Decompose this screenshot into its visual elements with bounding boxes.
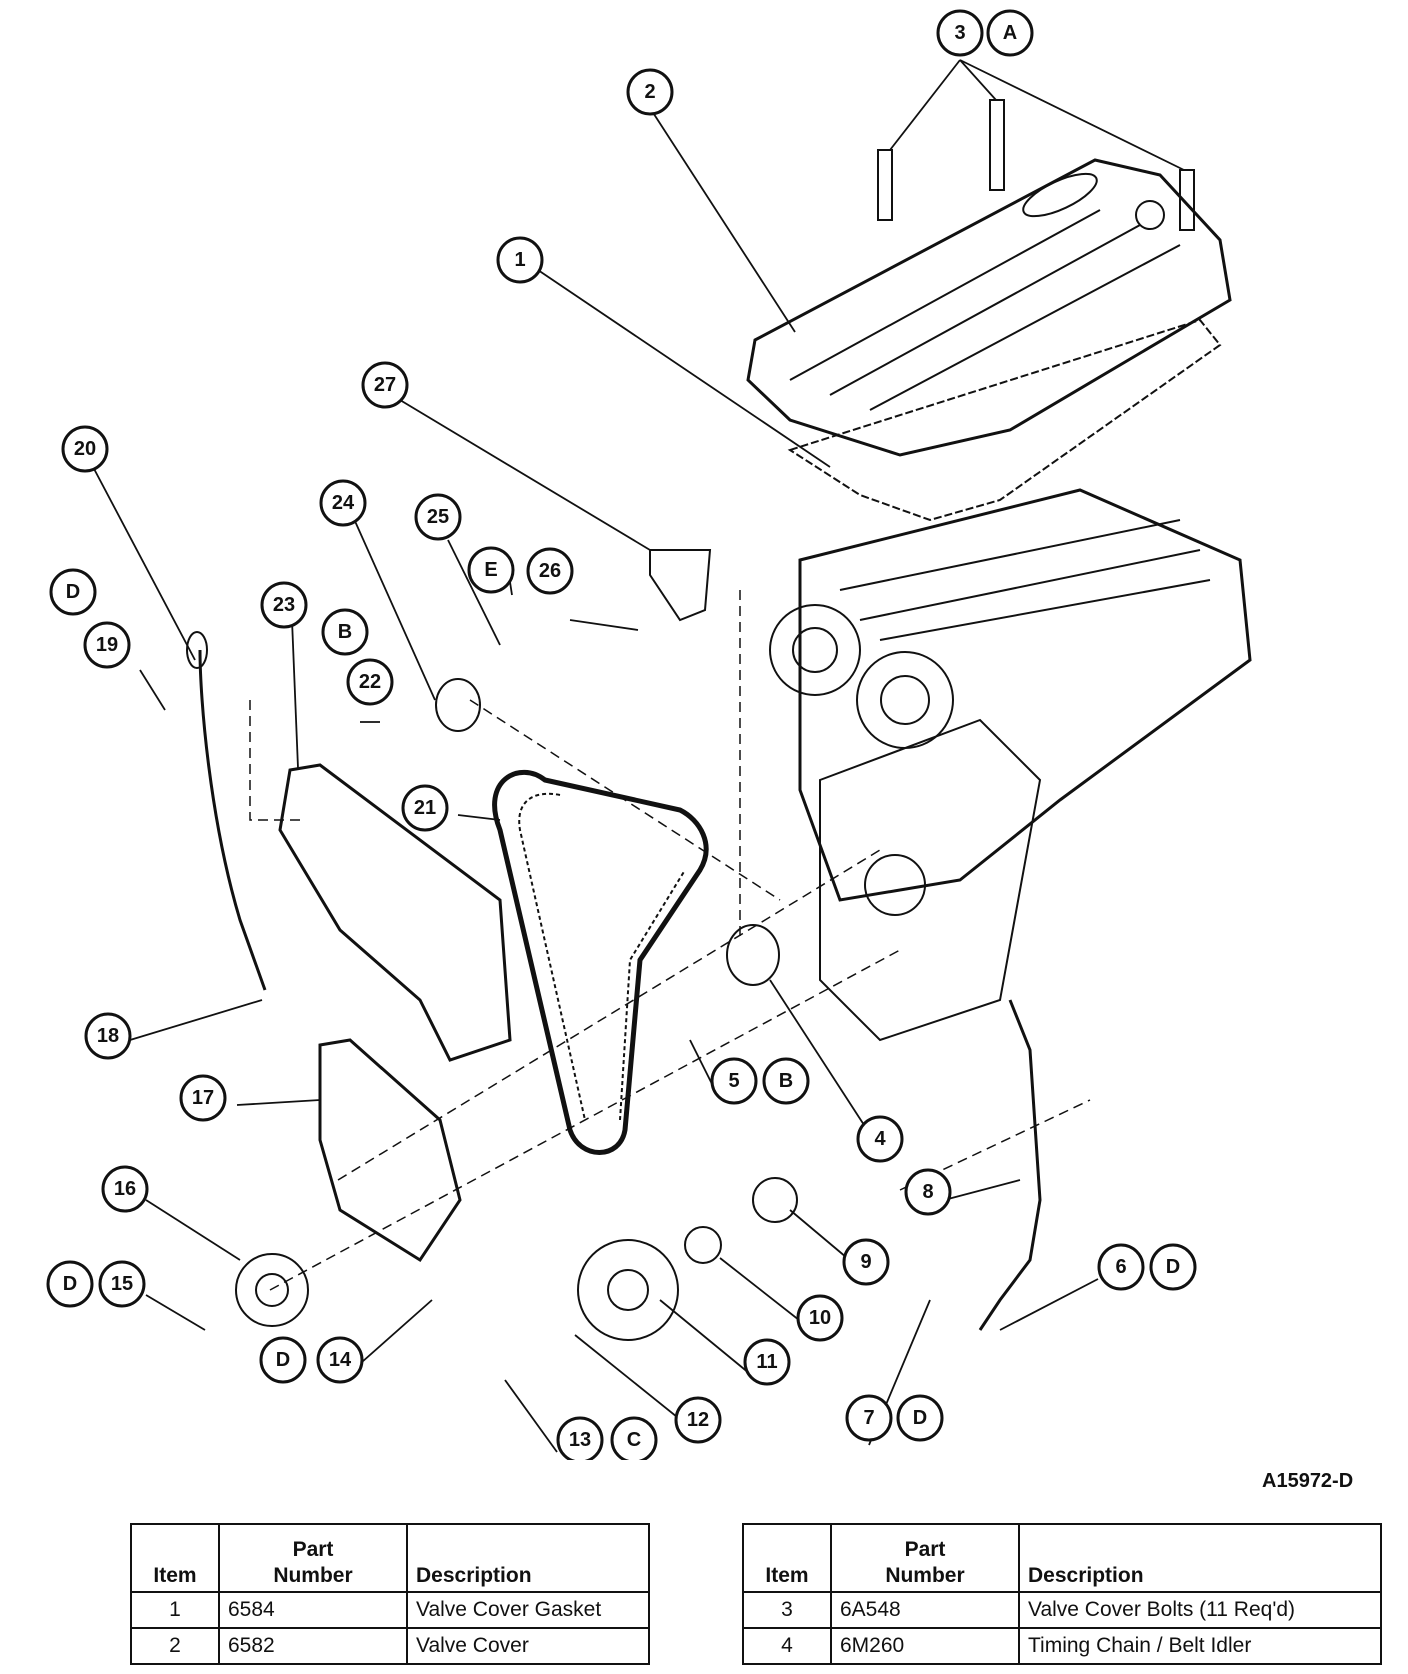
- callout-14: 14: [329, 1349, 352, 1371]
- cell-description: Valve Cover Bolts (11 Req'd): [1018, 1591, 1382, 1629]
- callout-d-7: D: [913, 1407, 927, 1429]
- valve-cover-gasket-drawing: [787, 318, 1222, 522]
- callout-27: 27: [374, 374, 396, 396]
- callout-e: E: [484, 559, 497, 581]
- callout-25: 25: [427, 506, 449, 528]
- callout-24: 24: [332, 492, 355, 514]
- callout-3: 3: [954, 22, 965, 44]
- cell-part-number: 6A548: [830, 1591, 1020, 1629]
- callout-11: 11: [756, 1351, 777, 1373]
- callout-2: 2: [644, 81, 655, 103]
- timing-belt-drawing: [492, 769, 709, 1155]
- callout-d-6: D: [1166, 1256, 1180, 1278]
- valve-cover-drawing: [746, 158, 1232, 457]
- valve-cover-bolts-drawing: [877, 99, 1195, 231]
- exploded-engine-diagram: 2 1 3 A 27 20 D 19 23 B 22 24 25 E 26 21…: [46, 9, 1252, 1460]
- callout-22: 22: [359, 671, 381, 693]
- table-row: 2 6582 Valve Cover: [130, 1627, 650, 1665]
- callout-d-14: D: [276, 1349, 290, 1371]
- table-row: 3 6A548 Valve Cover Bolts (11 Req'd): [742, 1591, 1382, 1629]
- cell-item: 2: [130, 1627, 220, 1665]
- header-item: Item: [130, 1523, 220, 1593]
- cell-part-number: 6584: [218, 1591, 408, 1629]
- cylinder-head-drawing: [769, 488, 1252, 902]
- callout-b-5: B: [779, 1070, 793, 1092]
- dipstick-tube-drawing: [198, 649, 267, 991]
- callout-5: 5: [728, 1070, 739, 1092]
- cell-description: Valve Cover Gasket: [406, 1591, 650, 1629]
- cell-description: Timing Chain / Belt Idler: [1018, 1627, 1382, 1665]
- callout-6: 6: [1115, 1256, 1126, 1278]
- callout-1: 1: [514, 249, 525, 271]
- cell-part-number: 6M260: [830, 1627, 1020, 1665]
- callout-a: A: [1003, 22, 1017, 44]
- callout-23: 23: [273, 594, 295, 616]
- callout-13: 13: [569, 1429, 591, 1451]
- callout-8: 8: [922, 1181, 933, 1203]
- callout-26: 26: [539, 560, 561, 582]
- callout-19: 19: [96, 634, 118, 656]
- callout-7: 7: [863, 1407, 874, 1429]
- timing-belt-lower-cover-drawing: [318, 1038, 462, 1263]
- callout-21: 21: [414, 797, 436, 819]
- callout-12: 12: [687, 1409, 709, 1431]
- table-row: 1 6584 Valve Cover Gasket: [130, 1591, 650, 1629]
- callout-d-15: D: [63, 1273, 77, 1295]
- callout-9: 9: [860, 1251, 871, 1273]
- engine-block-drawing: [819, 718, 1042, 1042]
- callout-c: C: [627, 1429, 641, 1451]
- callout-10: 10: [809, 1307, 831, 1329]
- header-description: Description: [406, 1523, 650, 1593]
- callout-b-upper: B: [338, 621, 352, 643]
- callout-d-upper: D: [66, 581, 80, 603]
- cell-item: 3: [742, 1591, 832, 1629]
- cell-item: 4: [742, 1627, 832, 1665]
- callout-20: 20: [74, 438, 96, 460]
- header-description: Description: [1018, 1523, 1382, 1593]
- table-row: 4 6M260 Timing Chain / Belt Idler: [742, 1627, 1382, 1665]
- crankshaft-position-sensor-drawing: [978, 999, 1042, 1331]
- callout-4: 4: [874, 1128, 886, 1150]
- callout-18: 18: [97, 1025, 119, 1047]
- timing-belt-upper-cover-drawing: [278, 763, 512, 1062]
- cell-description: Valve Cover: [406, 1627, 650, 1665]
- callout-15: 15: [111, 1273, 133, 1295]
- callout-16: 16: [114, 1178, 136, 1200]
- cell-part-number: 6582: [218, 1627, 408, 1665]
- callout-17: 17: [192, 1087, 214, 1109]
- figure-reference-id: A15972-D: [1262, 1470, 1354, 1492]
- cell-item: 1: [130, 1591, 220, 1629]
- header-item: Item: [742, 1523, 832, 1593]
